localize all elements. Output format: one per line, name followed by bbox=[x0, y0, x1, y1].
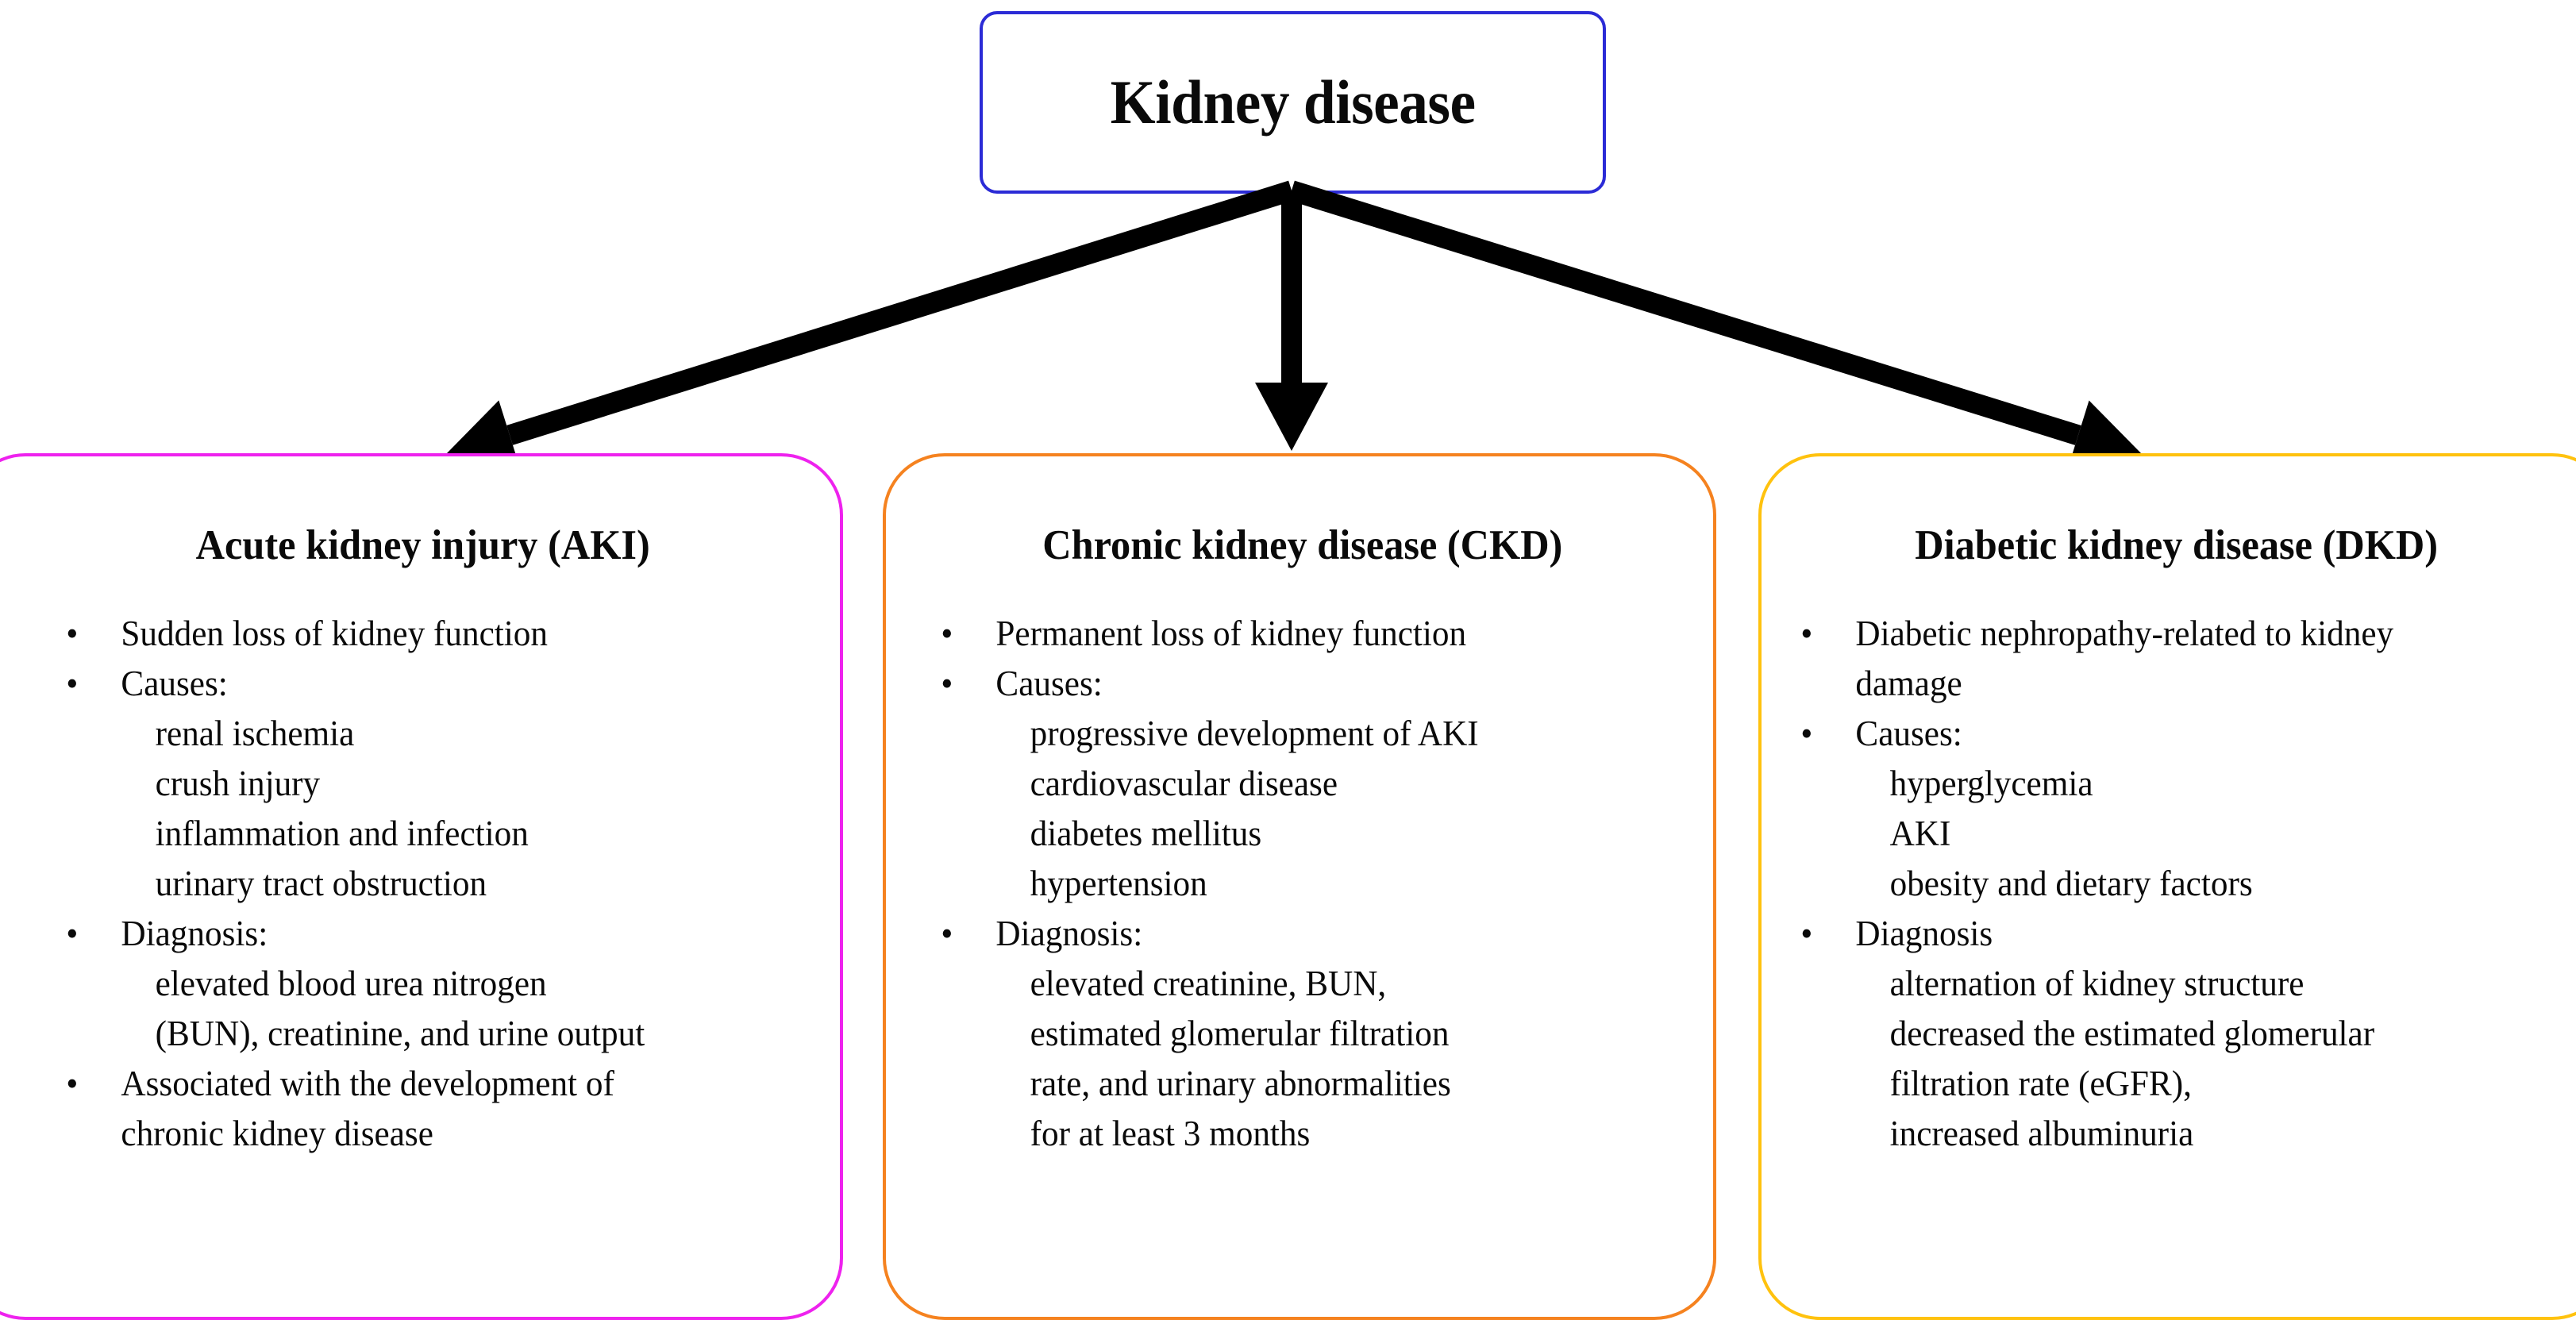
list-item: • Causes: bbox=[52, 659, 808, 709]
list-item: • Associated with the development of bbox=[52, 1059, 808, 1109]
list-item: • Diagnosis: bbox=[927, 909, 1681, 959]
list-item: • Sudden loss of kidney function bbox=[52, 609, 808, 659]
list-item: cardiovascular disease bbox=[927, 759, 1681, 809]
arrow-to-aki-shaft bbox=[506, 180, 1295, 445]
list-item: obesity and dietary factors bbox=[1787, 859, 2576, 909]
list-item-label: Diagnosis bbox=[1855, 914, 1993, 953]
list-item-label: crush injury bbox=[155, 764, 321, 803]
list-item: alternation of kidney structure bbox=[1787, 959, 2576, 1009]
node-diabetic-kidney-disease[interactable]: Diabetic kidney disease (DKD) • Diabetic … bbox=[1758, 453, 2576, 1320]
bullet-icon: • bbox=[1800, 714, 1813, 753]
list-item-label: AKI bbox=[1889, 814, 1951, 853]
node-dkd-title: Diabetic kidney disease (DKD) bbox=[1915, 522, 2439, 568]
list-item-label: elevated creatinine, BUN, bbox=[1030, 964, 1387, 1003]
bullet-icon: • bbox=[66, 614, 79, 653]
list-item-label: Diagnosis: bbox=[995, 914, 1143, 953]
list-item: decreased the estimated glomerular bbox=[1787, 1009, 2576, 1059]
list-item-label: decreased the estimated glomerular bbox=[1889, 1014, 2375, 1053]
list-item: hyperglycemia bbox=[1787, 759, 2576, 809]
list-item: increased albuminuria bbox=[1787, 1109, 2576, 1159]
bullet-icon: • bbox=[941, 614, 953, 653]
list-item-label: damage bbox=[1855, 664, 1962, 703]
list-item-label: estimated glomerular filtration bbox=[1030, 1014, 1450, 1053]
list-item: • Causes: bbox=[927, 659, 1681, 709]
list-item-label: (BUN), creatinine, and urine output bbox=[155, 1014, 645, 1053]
list-item-label: obesity and dietary factors bbox=[1889, 864, 2253, 903]
list-item: crush injury bbox=[52, 759, 808, 809]
list-item-label: Causes: bbox=[1855, 714, 1962, 753]
list-item: elevated blood urea nitrogen bbox=[52, 959, 808, 1009]
arrow-to-dkd-shaft bbox=[1288, 180, 2081, 445]
list-item-label: cardiovascular disease bbox=[1030, 764, 1338, 803]
dkd-bullet-list: • Diabetic nephropathy-related to kidney d… bbox=[1762, 609, 2576, 1159]
list-item: chronic kidney disease bbox=[52, 1109, 808, 1159]
arrow-to-ckd-head bbox=[1255, 383, 1328, 451]
list-item-label: Sudden loss of kidney function bbox=[121, 614, 548, 653]
node-kidney-disease[interactable]: Kidney disease bbox=[980, 11, 1606, 194]
list-item-label: increased albuminuria bbox=[1889, 1114, 2194, 1153]
arrow-to-ckd-shaft bbox=[1281, 190, 1302, 383]
node-aki-title: Acute kidney injury (AKI) bbox=[195, 522, 650, 568]
list-item: • Permanent loss of kidney function bbox=[927, 609, 1681, 659]
list-item-label: Associated with the development of bbox=[121, 1064, 614, 1103]
node-ckd-title: Chronic kidney disease (CKD) bbox=[1042, 522, 1563, 568]
list-item-label: Diabetic nephropathy-related to kidney bbox=[1855, 614, 2394, 653]
list-item-label: Causes: bbox=[995, 664, 1103, 703]
list-item-label: Permanent loss of kidney function bbox=[995, 614, 1467, 653]
list-item-label: renal ischemia bbox=[155, 714, 355, 753]
bullet-icon: • bbox=[66, 1064, 79, 1103]
list-item: progressive development of AKI bbox=[927, 709, 1681, 759]
list-item-label: rate, and urinary abnormalities bbox=[1030, 1064, 1451, 1103]
list-item: for at least 3 months bbox=[927, 1109, 1681, 1159]
list-item: renal ischemia bbox=[52, 709, 808, 759]
list-item-label: hyperglycemia bbox=[1889, 764, 2093, 803]
list-item-label: Diagnosis: bbox=[121, 914, 268, 953]
list-item: • Diabetic nephropathy-related to kidney bbox=[1787, 609, 2576, 659]
list-item-label: for at least 3 months bbox=[1030, 1114, 1311, 1153]
bullet-icon: • bbox=[1800, 614, 1813, 653]
list-item-label: Causes: bbox=[121, 664, 228, 703]
list-item-label: diabetes mellitus bbox=[1030, 814, 1262, 853]
list-item: inflammation and infection bbox=[52, 809, 808, 859]
bullet-icon: • bbox=[941, 914, 953, 953]
bullet-icon: • bbox=[66, 664, 79, 703]
list-item-label: inflammation and infection bbox=[155, 814, 529, 853]
list-item-label: filtration rate (eGFR), bbox=[1889, 1064, 2192, 1103]
list-item: • Diagnosis: bbox=[52, 909, 808, 959]
list-item-label: hypertension bbox=[1030, 864, 1207, 903]
list-item-label: alternation of kidney structure bbox=[1889, 964, 2305, 1003]
list-item: elevated creatinine, BUN, bbox=[927, 959, 1681, 1009]
list-item: damage bbox=[1787, 659, 2576, 709]
node-kidney-disease-label: Kidney disease bbox=[1110, 67, 1476, 137]
node-acute-kidney-injury[interactable]: Acute kidney injury (AKI) • Sudden loss o… bbox=[0, 453, 843, 1320]
list-item: • Causes: bbox=[1787, 709, 2576, 759]
list-item-label: chronic kidney disease bbox=[121, 1114, 433, 1153]
bullet-icon: • bbox=[66, 914, 79, 953]
list-item: urinary tract obstruction bbox=[52, 859, 808, 909]
list-item-label: progressive development of AKI bbox=[1030, 714, 1479, 753]
aki-bullet-list: • Sudden loss of kidney function • Causes: r… bbox=[0, 609, 840, 1159]
list-item: diabetes mellitus bbox=[927, 809, 1681, 859]
list-item-label: elevated blood urea nitrogen bbox=[155, 964, 547, 1003]
list-item: • Diagnosis bbox=[1787, 909, 2576, 959]
list-item-label: urinary tract obstruction bbox=[155, 864, 487, 903]
list-item: AKI bbox=[1787, 809, 2576, 859]
node-chronic-kidney-disease[interactable]: Chronic kidney disease (CKD) • Permanent … bbox=[883, 453, 1716, 1320]
bullet-icon: • bbox=[1800, 914, 1813, 953]
ckd-bullet-list: • Permanent loss of kidney function • Cause… bbox=[886, 609, 1713, 1159]
list-item: estimated glomerular filtration bbox=[927, 1009, 1681, 1059]
list-item: hypertension bbox=[927, 859, 1681, 909]
list-item: rate, and urinary abnormalities bbox=[927, 1059, 1681, 1109]
list-item: filtration rate (eGFR), bbox=[1787, 1059, 2576, 1109]
bullet-icon: • bbox=[941, 664, 953, 703]
list-item: (BUN), creatinine, and urine output bbox=[52, 1009, 808, 1059]
